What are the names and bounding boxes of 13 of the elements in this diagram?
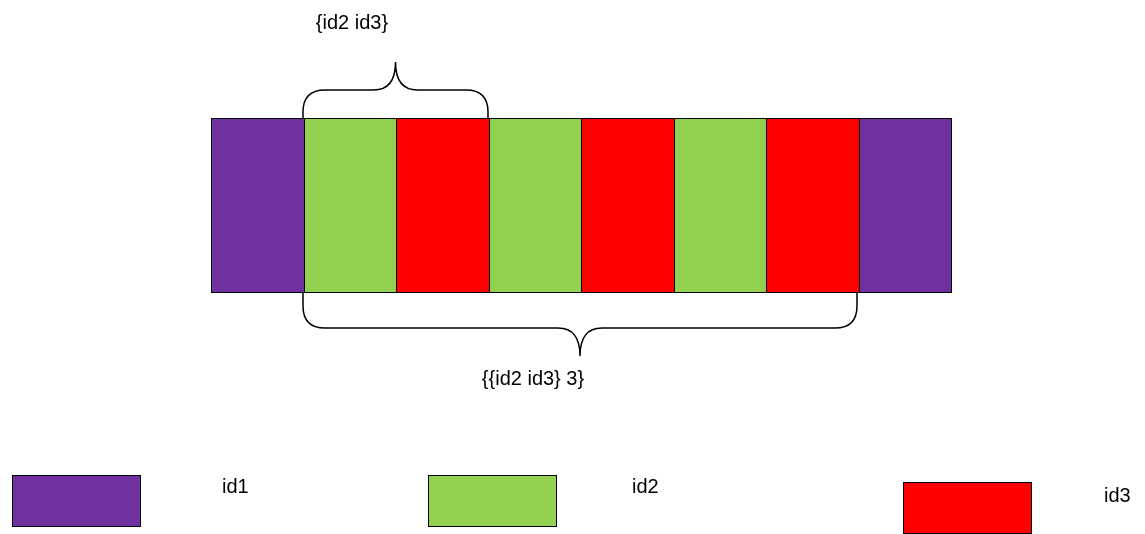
color-block	[581, 118, 675, 293]
color-block	[396, 118, 490, 293]
color-block	[766, 118, 860, 293]
brace-label: {id2 id3}	[315, 10, 389, 34]
color-block	[488, 118, 582, 293]
color-block	[303, 118, 397, 293]
legend-label: id2	[632, 474, 659, 498]
brace-label: {{id2 id3} 3}	[481, 366, 585, 390]
legend-label: id3	[1104, 483, 1131, 507]
color-block	[858, 118, 952, 293]
legend-label: id1	[222, 474, 249, 498]
color-block	[673, 118, 767, 293]
color-block	[211, 118, 305, 293]
